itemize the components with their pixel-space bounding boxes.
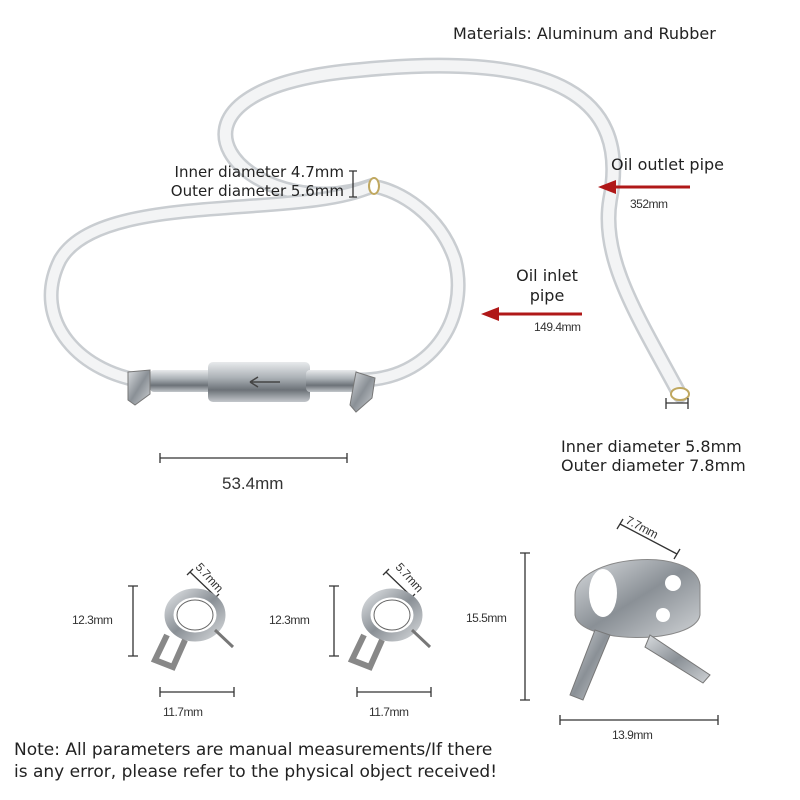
outlet-outer-diameter: Outer diameter 5.6mm — [170, 182, 344, 200]
inlet-inner-diameter: Inner diameter 5.8mm — [561, 437, 742, 456]
tube-end-outlet — [368, 177, 380, 195]
arrow-icon-outlet — [598, 180, 690, 194]
small-clamp-2 — [347, 588, 432, 671]
arrow-icon-inlet — [481, 307, 582, 321]
note-line-1: Note: All parameters are manual measurem… — [14, 740, 493, 760]
small-clamp-1 — [150, 588, 235, 671]
outlet-length: 352mm — [630, 197, 668, 211]
note-line-2: is any error, please refer to the physic… — [14, 762, 498, 782]
inlet-label-line1: Oil inlet — [516, 266, 578, 285]
inlet-length: 149.4mm — [534, 320, 581, 334]
fuel-filter — [127, 362, 376, 413]
materials-text: Materials: Aluminum and Rubber — [453, 24, 716, 43]
inlet-outer-diameter: Outer diameter 7.8mm — [561, 456, 746, 475]
clamp1-width: 11.7mm — [163, 705, 203, 719]
dimension-lines — [128, 170, 719, 725]
outlet-tube — [217, 57, 688, 403]
clamp2-width: 11.7mm — [369, 705, 409, 719]
inlet-tube — [43, 178, 466, 390]
tube-end-inlet — [670, 387, 690, 401]
inlet-label-line2: pipe — [529, 286, 565, 305]
clamp2-height: 12.3mm — [269, 613, 310, 627]
filter-length: 53.4mm — [222, 474, 284, 493]
large-clamp — [569, 559, 711, 701]
clamp3-width: 13.9mm — [612, 728, 653, 742]
clamp3-height: 15.5mm — [466, 611, 507, 625]
outlet-inner-diameter: Inner diameter 4.7mm — [174, 163, 344, 181]
flow-arrow-icon — [249, 376, 280, 388]
clamp1-height: 12.3mm — [72, 613, 113, 627]
outlet-label: Oil outlet pipe — [611, 155, 725, 174]
